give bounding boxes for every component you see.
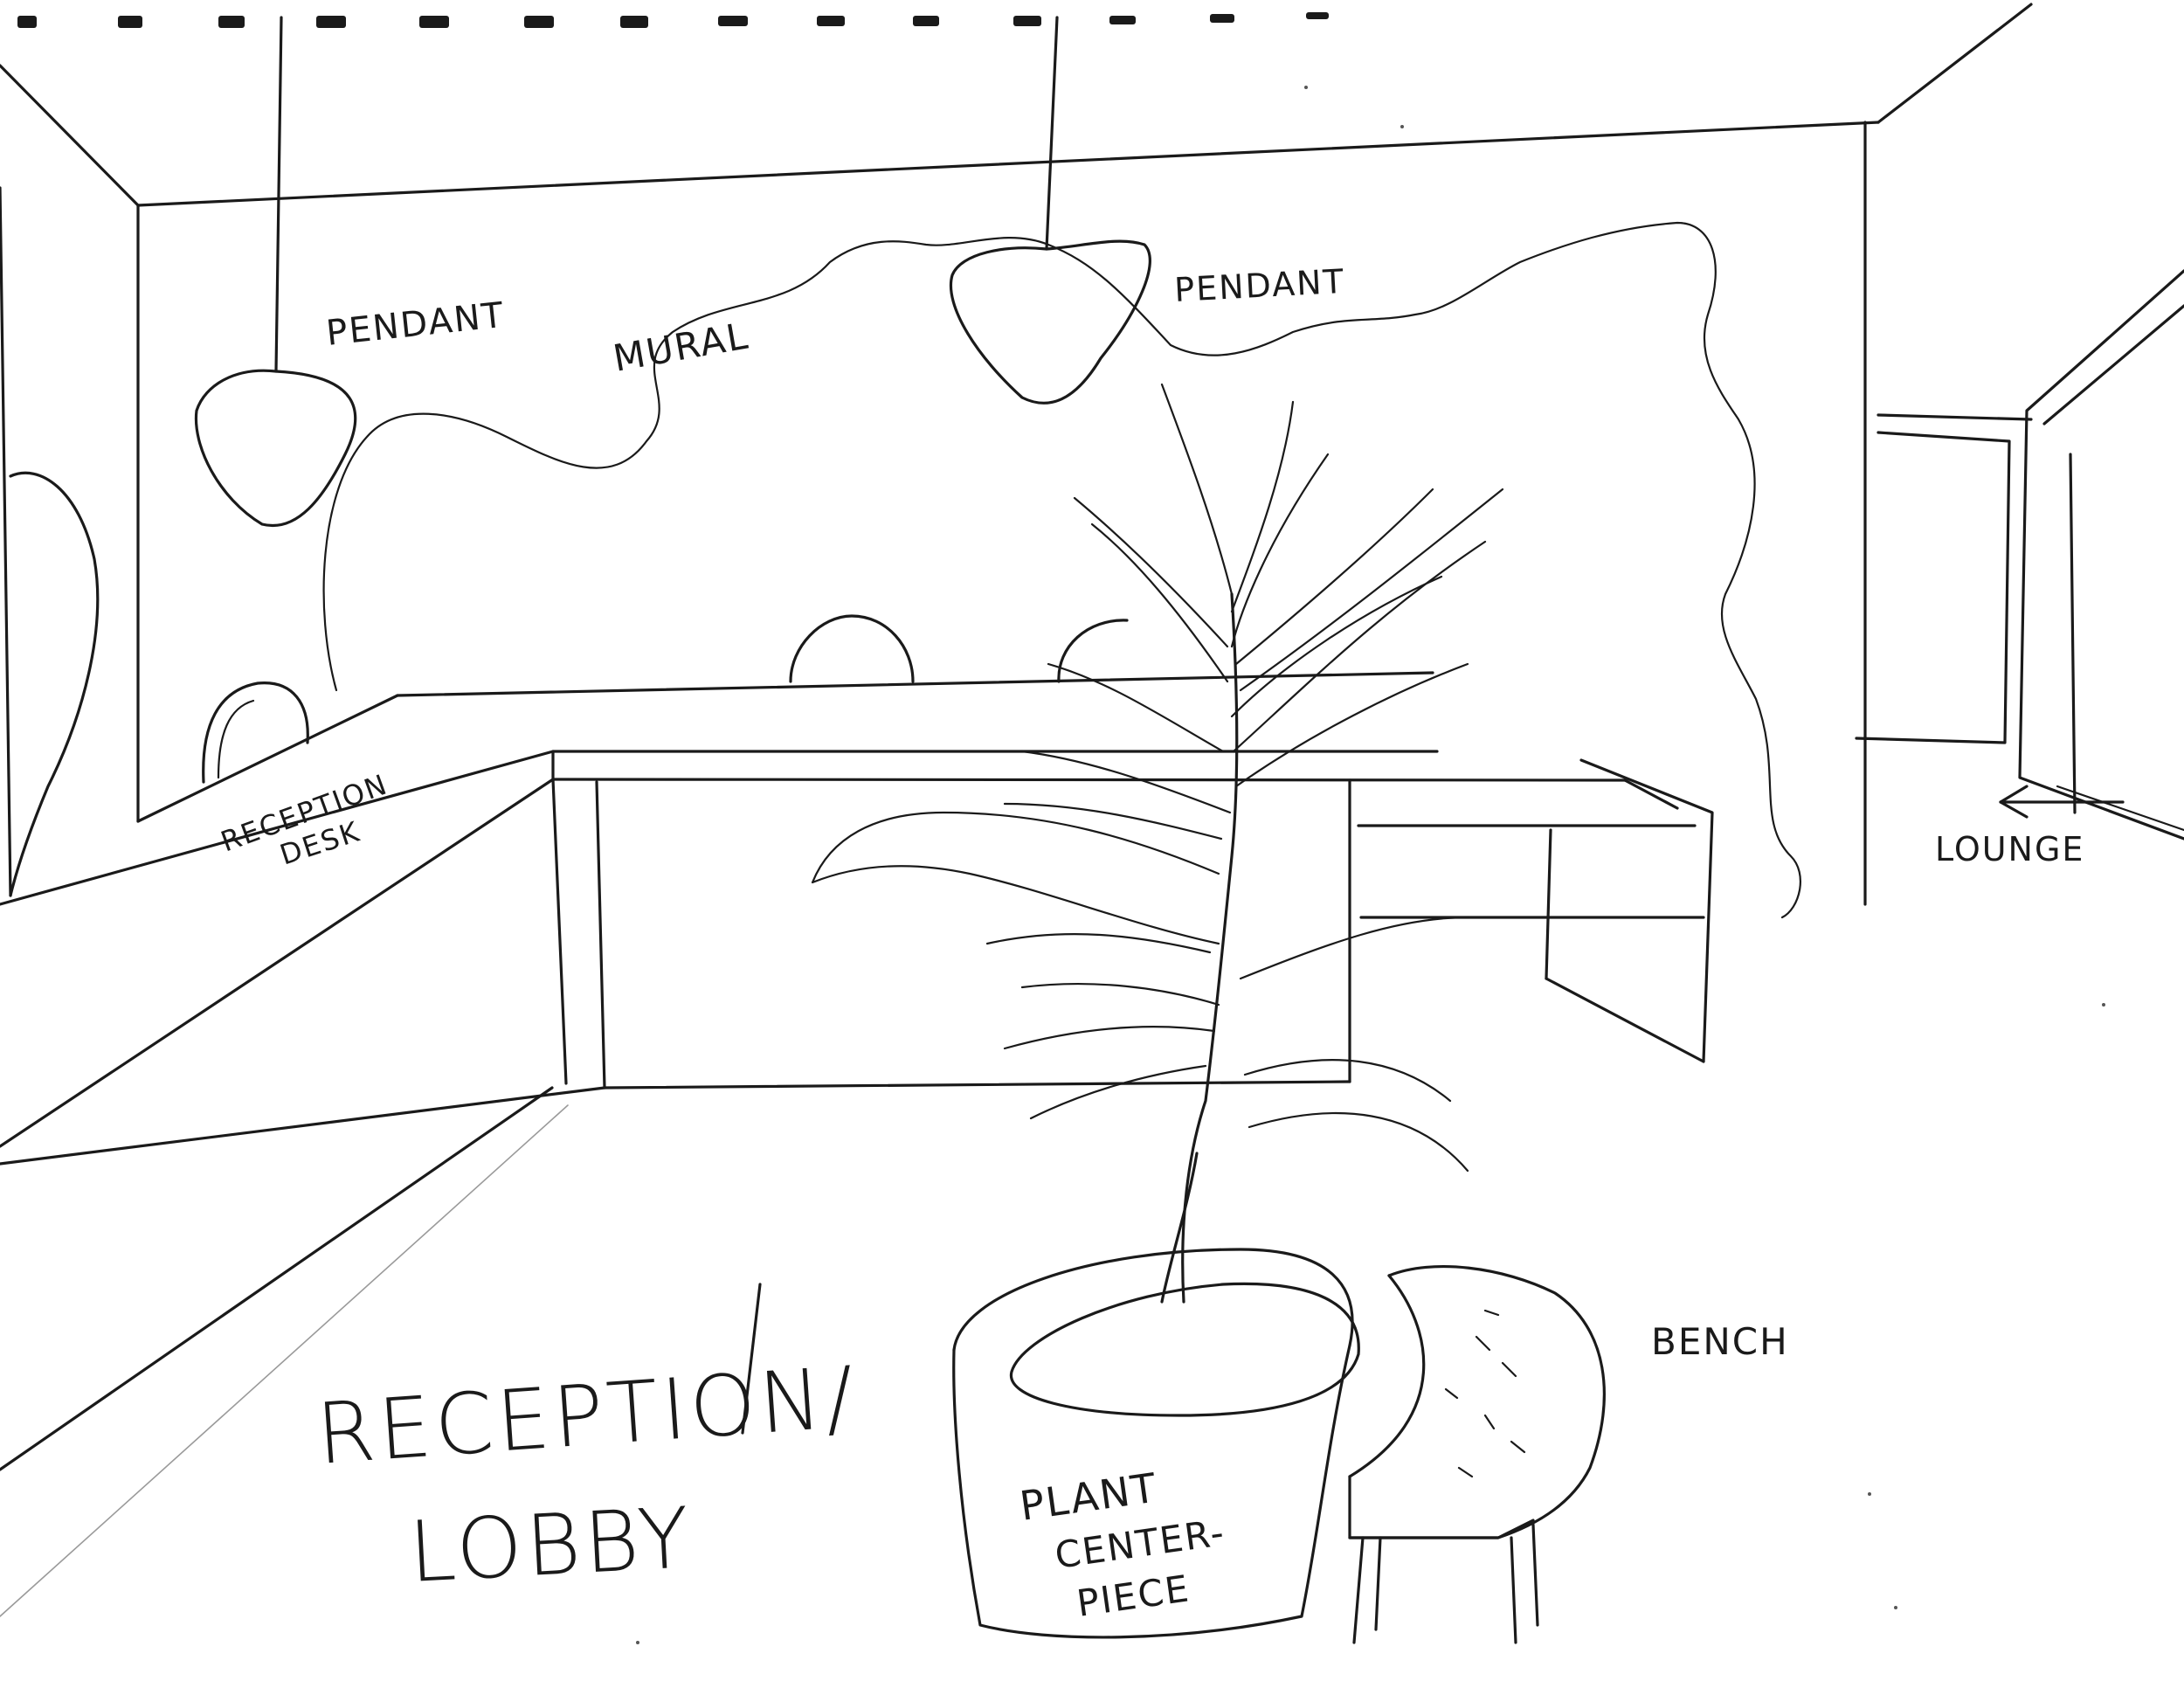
pendant-light-right <box>950 16 1151 405</box>
label-pendant-right: PENDANT <box>1173 262 1346 309</box>
lounge-window <box>1855 269 2184 841</box>
title-slash <box>741 1283 762 1435</box>
label-plant-line3: PIECE <box>1075 1567 1193 1625</box>
lounge-arrow <box>1999 785 2125 819</box>
label-plant-line1: PLANT <box>1017 1463 1160 1530</box>
room-walls <box>0 3 2033 906</box>
mural-outline <box>322 221 1801 919</box>
label-lounge: LOUNGE <box>1935 830 2084 868</box>
label-bench: BENCH <box>1651 1320 1789 1363</box>
reception-desk <box>0 671 1714 1617</box>
title-reception: RECEPTION/ <box>314 1348 860 1484</box>
paper-speckles <box>636 86 2105 1644</box>
sketchbook-binding <box>17 12 1329 28</box>
left-arch-panel <box>9 471 100 897</box>
plant-centerpiece <box>811 383 1504 1639</box>
pendant-light-left <box>194 16 357 528</box>
label-mural: MURAL <box>610 314 752 379</box>
bench <box>1348 1265 1606 1644</box>
label-pendant-left: PENDANT <box>324 295 507 354</box>
chairs-behind-desk <box>202 614 1129 784</box>
title-lobby: LOBBY <box>406 1489 695 1602</box>
